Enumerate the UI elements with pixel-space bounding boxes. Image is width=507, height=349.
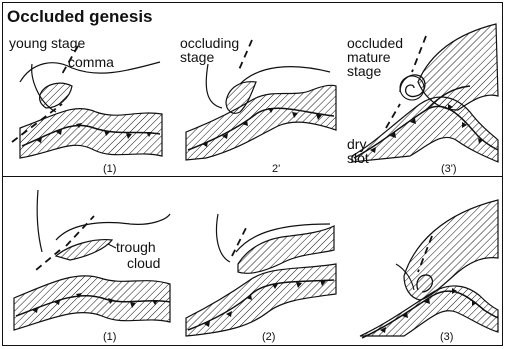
bottom-panel2-dashed-line xyxy=(232,228,246,256)
top-panel2-drawing xyxy=(186,40,336,160)
top-panel3-head-cloud xyxy=(418,24,498,110)
top-panel1-upper-curve xyxy=(20,62,160,82)
top-panel2-dashed-line xyxy=(238,40,252,72)
top-panel1-cloud-band xyxy=(20,109,162,158)
bottom-panel1-left-curve xyxy=(37,190,42,252)
bottom-panel1-pointer xyxy=(108,244,116,248)
top-panel1-drawing xyxy=(12,46,162,158)
bottom-panel1-trough-cloud xyxy=(56,240,112,260)
bottom-panel3-drawing xyxy=(360,200,498,338)
top-panel2-left-curve xyxy=(206,64,222,108)
bottom-panel2-drawing xyxy=(186,214,336,336)
top-panel3-dashed-line xyxy=(412,36,426,72)
bottom-panel1-upper-curve xyxy=(56,214,170,240)
bottom-panel1-drawing xyxy=(14,190,170,330)
bottom-panel3-head-cloud xyxy=(404,200,498,300)
bottom-panel1-cloud-band xyxy=(14,276,170,330)
bottom-panel2-left-curve xyxy=(217,214,231,262)
top-panel3-drawing xyxy=(352,24,498,162)
top-panel1-comma-cloud xyxy=(40,83,72,108)
bottom-panel1-dashed-a xyxy=(36,250,60,270)
